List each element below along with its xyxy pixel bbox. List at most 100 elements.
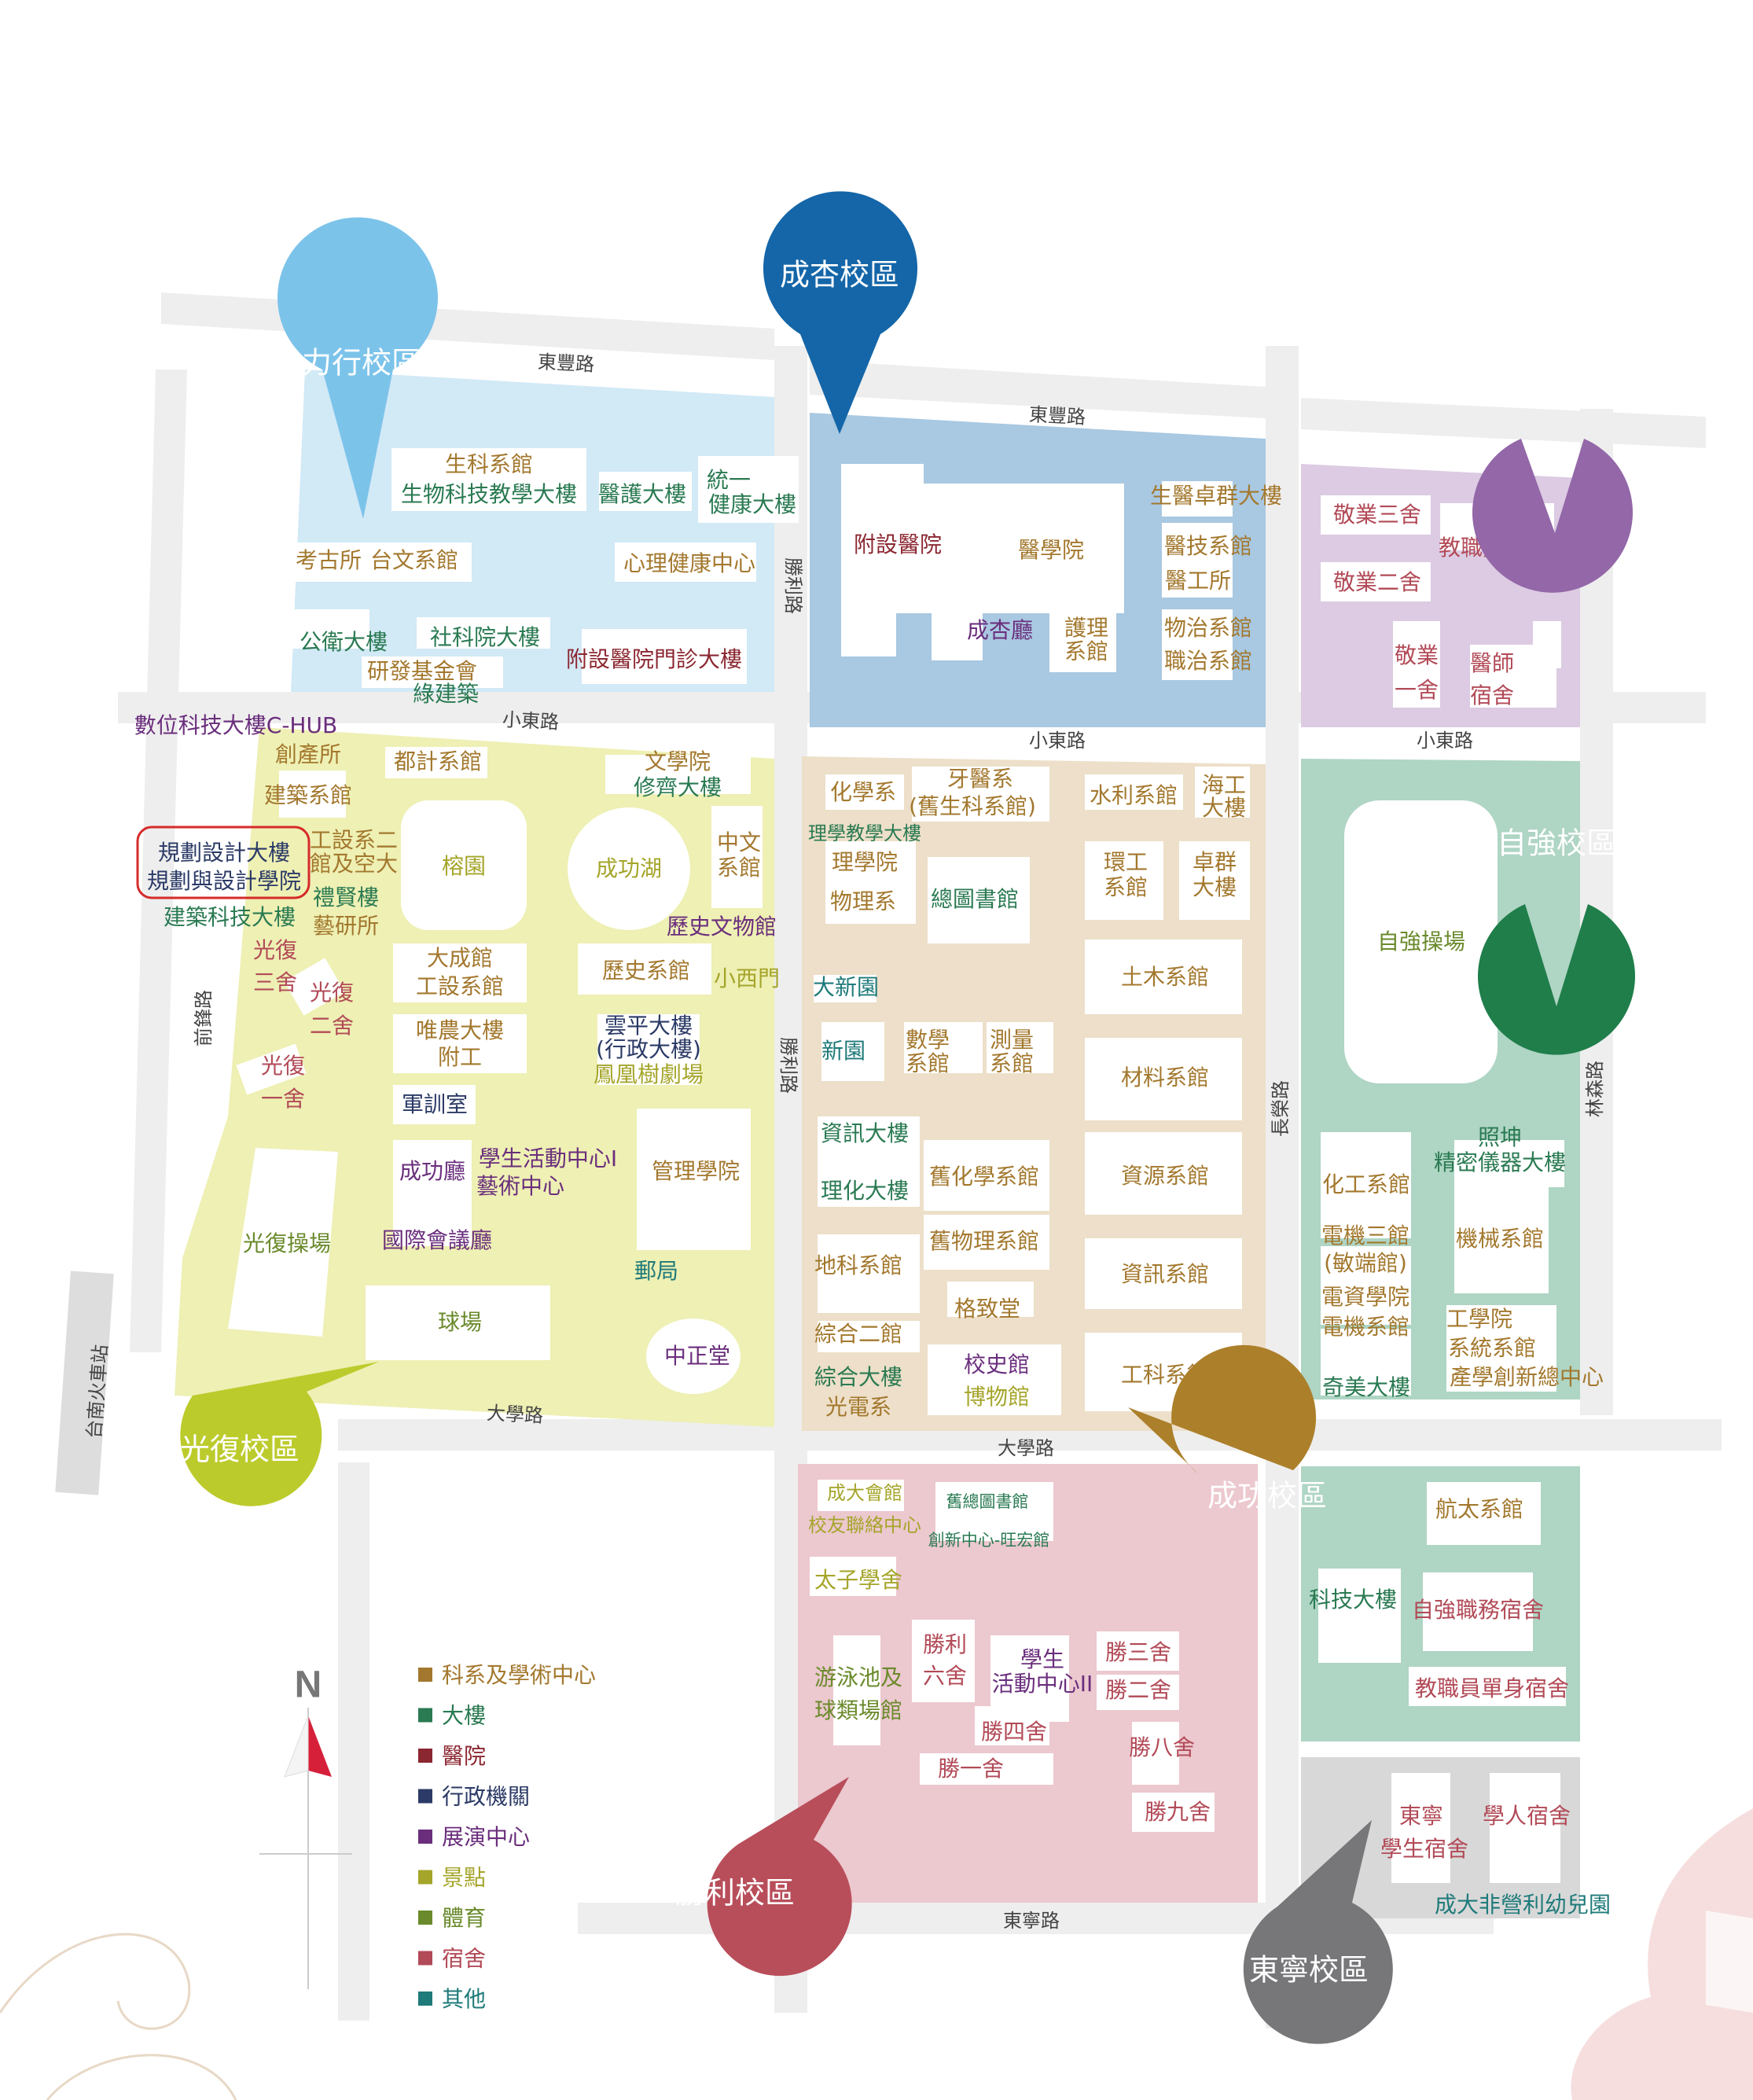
street-qianfeng: 前鋒路 — [193, 990, 215, 1046]
street-shengli-1: 勝利路 — [782, 557, 804, 614]
label-jiuzong: 舊總圖書館 — [946, 1492, 1029, 1511]
label-yiji: 醫技系館 — [1164, 533, 1252, 559]
pin-chengxing[interactable]: 成杏校區 — [763, 191, 917, 434]
label-taizi: 太子學舍 — [814, 1567, 902, 1593]
label-tumu: 土木系館 — [1121, 964, 1209, 990]
legend-swatch-3 — [418, 1789, 432, 1804]
label-sheke: 社科院大樓 — [430, 624, 540, 650]
legend-swatch-6 — [418, 1911, 432, 1925]
label-jianzhu: 建築系館 — [264, 782, 352, 808]
label-sl4: 勝四舍 — [981, 1719, 1047, 1745]
label-gongshe-2: 館及空大 — [310, 851, 398, 877]
label-dacheng-1: 大成館 — [427, 945, 493, 971]
label-gongshe-1: 工設系二 — [310, 827, 398, 853]
label-gezhi: 格致堂 — [954, 1296, 1020, 1322]
label-wuli: 物理系 — [830, 888, 896, 914]
legend-label-2: 醫院 — [442, 1743, 486, 1769]
label-wenxue-1: 文學院 — [645, 748, 711, 774]
pin-chenggong[interactable]: 成功校區 — [1128, 1344, 1327, 1513]
label-zhuoqun-1: 卓群 — [1193, 849, 1237, 875]
legend-swatch-4 — [418, 1830, 432, 1844]
label-youyong-1: 游泳池及 — [814, 1664, 902, 1690]
building-labels: 生科系館 生物科技教學大樓 醫護大樓 統一 健康大樓 考古所 台文系館 心理健康… — [134, 451, 1611, 1918]
label-qiuchang: 球場 — [438, 1309, 482, 1335]
highlight-guihua — [136, 826, 311, 899]
label-chanxue: 產學創新總中心 — [1450, 1364, 1604, 1390]
legend-label-8: 其他 — [442, 1986, 486, 2012]
street-dongning: 東寧路 — [1003, 1910, 1060, 1932]
label-yunping-1: 雲平大樓 — [605, 1013, 693, 1039]
street-xiaodong-3: 小東路 — [1417, 730, 1473, 752]
label-huaxue: 化學系 — [830, 779, 896, 805]
label-yanfa: 研發基金會 — [367, 658, 477, 684]
label-yishi-sushe: 宿舍 — [1470, 682, 1514, 708]
label-ziqiangcao: 自強操場 — [1377, 929, 1465, 954]
label-dike: 地科系館 — [814, 1252, 902, 1278]
buildings — [228, 448, 1566, 1883]
street-labels: 東豐路 東豐路 小東路 小東路 小東路 大學路 大學路 東寧路 勝利路 勝利路 … — [83, 351, 1606, 1932]
label-jixie: 機械系館 — [1456, 1226, 1544, 1252]
label-huangong-1: 環工 — [1104, 849, 1148, 875]
pin-shengli[interactable]: 勝利校區 — [675, 1777, 852, 1977]
label-lixuejiao: 理學教學大樓 — [808, 822, 921, 844]
street-daxue-2: 大學路 — [998, 1437, 1054, 1459]
label-jiuwuli: 舊物理系館 — [929, 1228, 1039, 1254]
pin-dongning[interactable]: 東寧校區 — [1243, 1820, 1393, 2044]
label-chuangchan: 創產所 — [275, 741, 341, 767]
label-jingye-1b: 一舍 — [1395, 677, 1439, 703]
label-zhongwen-1: 中文 — [717, 829, 761, 855]
pin-jingye[interactable]: 敬業校區 — [1472, 359, 1633, 593]
label-jiuhua: 舊化學系館 — [929, 1164, 1039, 1190]
legend-swatch-8 — [418, 1992, 432, 2006]
legend-label-4: 展演中心 — [442, 1824, 530, 1850]
label-dianji3-b: (敏端館) — [1324, 1250, 1407, 1276]
legend-label-1: 大樓 — [442, 1703, 486, 1729]
street-xiaodong-1: 小東路 — [502, 708, 559, 734]
label-xuehuo2-b: 活動中心II — [992, 1671, 1093, 1697]
label-guihua-2: 規劃與設計學院 — [147, 868, 301, 894]
label-xiaoyou: 校友聯絡中心 — [808, 1514, 921, 1536]
pin-guangfu-label: 光復校區 — [180, 1432, 300, 1467]
label-huli-2: 系館 — [1064, 638, 1108, 664]
label-gongwei: 公衛大樓 — [300, 629, 388, 655]
label-zhongzheng: 中正堂 — [664, 1343, 730, 1369]
label-youju: 郵局 — [634, 1258, 678, 1284]
label-shengyi: 生醫卓群大樓 — [1150, 483, 1282, 509]
pin-shengli-label: 勝利校區 — [675, 1876, 795, 1911]
label-zhizhi: 職治系館 — [1164, 648, 1252, 674]
label-digital: 數位科技大樓C-HUB — [134, 712, 337, 738]
label-zq-jiaozhi: 教職員單身宿舍 — [1415, 1675, 1569, 1701]
street-dongfeng-2: 東豐路 — [1028, 403, 1086, 428]
label-yixue: 醫學院 — [1018, 537, 1084, 563]
label-fenghuang: 鳳凰樹劇場 — [594, 1061, 704, 1087]
label-zhongwen-2: 系館 — [717, 855, 761, 881]
label-yihu: 醫護大樓 — [598, 481, 686, 507]
label-rong: 榕園 — [442, 853, 486, 879]
label-gf1-b: 一舍 — [261, 1086, 305, 1112]
label-tongyi-2: 健康大樓 — [708, 491, 796, 517]
pin-guangfu[interactable]: 光復校區 — [180, 1362, 379, 1506]
label-sl2: 勝二舍 — [1105, 1677, 1171, 1703]
label-jingye-3: 敬業三舍 — [1333, 502, 1421, 528]
label-gf3-a: 光復 — [253, 937, 297, 963]
pin-lihang[interactable]: 力行校區 — [277, 217, 438, 519]
label-wenxue-2: 修齊大樓 — [634, 774, 722, 800]
label-junxun: 軍訓室 — [402, 1091, 468, 1117]
label-celiang-1: 測量 — [990, 1027, 1034, 1053]
legend-label-6: 體育 — [442, 1905, 486, 1931]
label-xinli: 心理健康中心 — [623, 550, 755, 576]
label-yayi-1: 牙醫系 — [947, 766, 1013, 792]
label-sl9: 勝九舍 — [1145, 1799, 1211, 1825]
legend-label-3: 行政機關 — [442, 1784, 530, 1810]
street-shengli-2: 勝利路 — [777, 1037, 799, 1094]
label-yayi-2: (舊生科系館) — [909, 793, 1036, 819]
label-chuangxin: 創新中心-旺宏館 — [928, 1531, 1050, 1550]
label-yiyan: 藝研所 — [313, 913, 379, 939]
label-gf2-a: 光復 — [310, 980, 354, 1006]
pin-ziqiang[interactable]: 自強校區 — [1477, 826, 1635, 1055]
label-tongyi-1: 統一 — [707, 467, 751, 493]
label-chengda: 成大會館 — [827, 1482, 902, 1504]
pin-lihang-label: 力行校區 — [302, 346, 421, 381]
label-dongning-1: 東寧 — [1399, 1803, 1443, 1829]
